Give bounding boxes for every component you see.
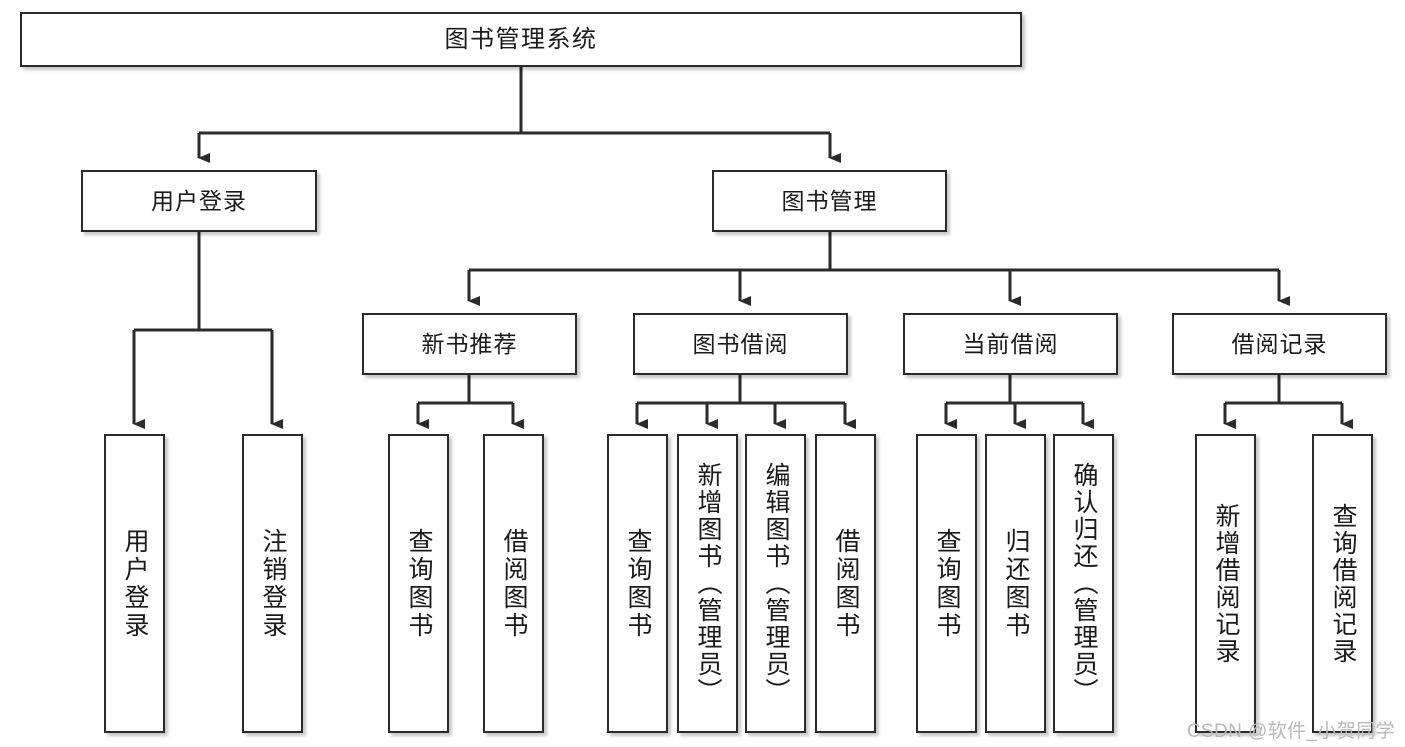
node-book-management[interactable]: 图书管理 (712, 170, 947, 232)
leaf-search-book-current[interactable]: 查询图书 (916, 434, 977, 733)
leaf-borrow-book[interactable]: 借阅图书 (815, 434, 876, 733)
node-user-login[interactable]: 用户登录 (81, 170, 317, 232)
node-label: 归还图书 (1002, 527, 1030, 640)
leaf-search-book-borrow[interactable]: 查询图书 (607, 434, 668, 733)
leaf-edit-book-admin[interactable]: 编辑图书（管理员） (745, 434, 806, 733)
leaf-add-borrow-record[interactable]: 新增借阅记录 (1195, 434, 1256, 733)
node-label: 编辑图书（管理员） (762, 462, 790, 705)
node-label: 当前借阅 (962, 330, 1059, 357)
node-label: 图书管理系统 (444, 25, 598, 53)
node-label: 新书推荐 (421, 330, 518, 357)
leaf-borrow-book-recommend[interactable]: 借阅图书 (483, 434, 544, 733)
node-label: 借阅图书 (500, 527, 528, 640)
node-borrow-record[interactable]: 借阅记录 (1172, 313, 1387, 375)
node-new-book-recommend[interactable]: 新书推荐 (362, 313, 577, 375)
node-current-borrow[interactable]: 当前借阅 (903, 313, 1118, 375)
csdn-watermark: CSDN @软件_小贺同学 (1186, 721, 1395, 742)
node-label: 查询图书 (933, 527, 961, 640)
node-label: 借阅记录 (1231, 330, 1328, 357)
node-label: 查询图书 (624, 527, 652, 640)
node-label: 图书管理 (781, 187, 878, 214)
node-label: 图书借阅 (692, 330, 789, 357)
node-label: 用户登录 (151, 187, 247, 214)
node-label: 查询图书 (405, 527, 433, 640)
leaf-search-book-recommend[interactable]: 查询图书 (388, 434, 449, 733)
node-root-system[interactable]: 图书管理系统 (20, 12, 1022, 67)
leaf-return-book[interactable]: 归还图书 (985, 434, 1046, 733)
node-label: 借阅图书 (832, 527, 860, 640)
node-label: 注销登录 (259, 527, 287, 640)
node-book-borrow[interactable]: 图书借阅 (633, 313, 848, 375)
leaf-confirm-return-admin[interactable]: 确认归还（管理员） (1053, 434, 1114, 733)
node-label: 新增图书（管理员） (694, 462, 722, 705)
node-label: 新增借阅记录 (1212, 502, 1240, 665)
leaf-logout[interactable]: 注销登录 (242, 434, 303, 733)
leaf-search-borrow-record[interactable]: 查询借阅记录 (1312, 434, 1373, 733)
node-label: 确认归还（管理员） (1070, 462, 1098, 705)
leaf-add-book-admin[interactable]: 新增图书（管理员） (677, 434, 738, 733)
node-label: 查询借阅记录 (1329, 502, 1357, 665)
leaf-user-login[interactable]: 用户登录 (104, 434, 165, 733)
node-label: 用户登录 (121, 527, 149, 640)
